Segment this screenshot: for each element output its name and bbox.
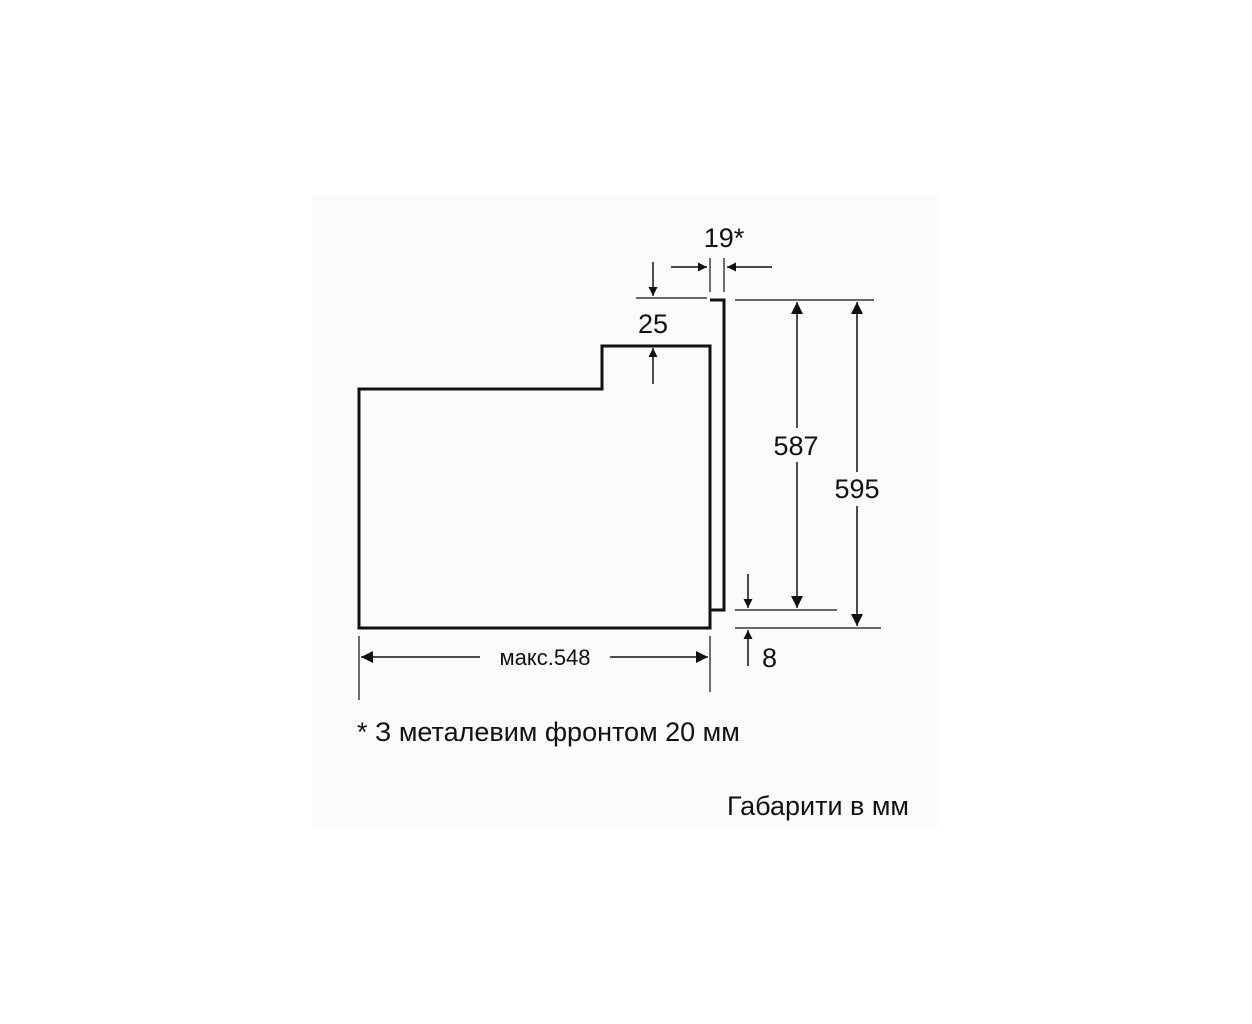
max-depth-label: макс.548	[499, 645, 590, 670]
front-thickness-label: 19*	[704, 223, 745, 253]
top-step-label: 25	[638, 309, 668, 339]
total-height-label: 595	[834, 474, 879, 504]
oven-front-panel	[710, 298, 726, 612]
bottom-offset-label: 8	[762, 643, 777, 673]
front-height-label: 587	[773, 431, 818, 461]
footnote: * З металевим фронтом 20 мм	[357, 717, 740, 747]
front-height-label-bg	[770, 428, 824, 462]
total-height-label-bg	[830, 472, 884, 506]
oven-body-outline	[357, 344, 712, 630]
units-note: Габарити в мм	[727, 791, 909, 821]
